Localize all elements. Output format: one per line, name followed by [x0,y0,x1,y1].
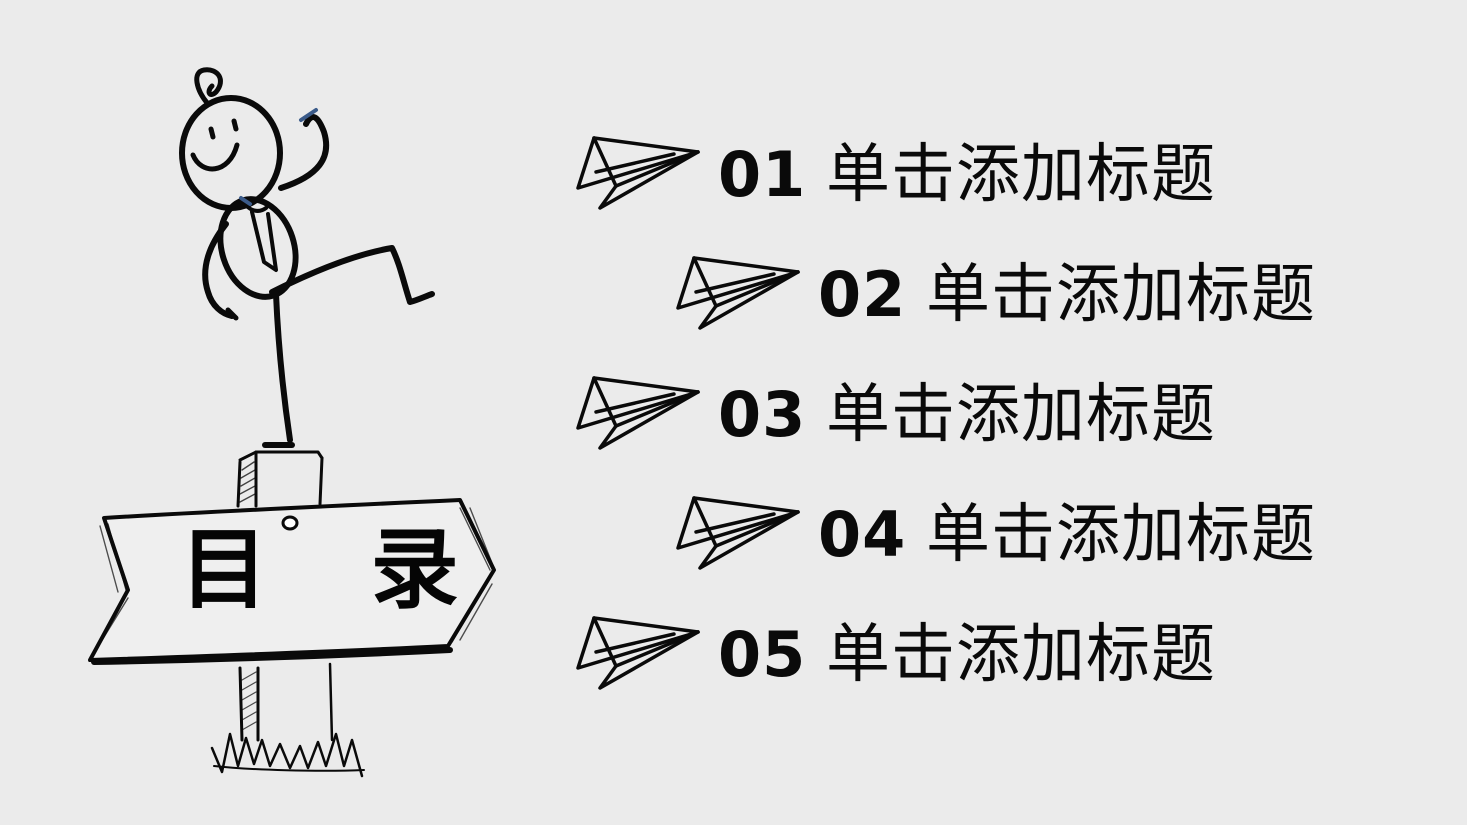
toc-title: 单击添加标题 [926,498,1316,572]
toc-item-4[interactable]: 04 单击添加标题 [676,490,1316,580]
toc-number: 04 [818,498,907,571]
toc-title: 单击添加标题 [826,378,1216,452]
toc-title: 单击添加标题 [826,138,1216,212]
paper-plane-icon [676,256,800,330]
toc-item-2[interactable]: 02 单击添加标题 [676,250,1316,340]
paper-plane-icon [576,376,700,450]
sign-title: 目 录 [180,517,495,621]
paper-plane-icon [576,136,700,210]
toc-number: 02 [818,258,907,331]
toc-item-3[interactable]: 03 单击添加标题 [576,370,1216,460]
paper-plane-icon [576,616,700,690]
toc-number: 05 [718,618,807,691]
toc-number: 03 [718,378,807,451]
toc-number: 01 [718,138,807,211]
toc-title: 单击添加标题 [926,258,1316,332]
toc-item-1[interactable]: 01 单击添加标题 [576,130,1216,220]
paper-plane-icon [676,496,800,570]
stick-figure-signpost-illustration [88,67,496,778]
toc-title: 单击添加标题 [826,618,1216,692]
toc-item-5[interactable]: 05 单击添加标题 [576,610,1216,700]
